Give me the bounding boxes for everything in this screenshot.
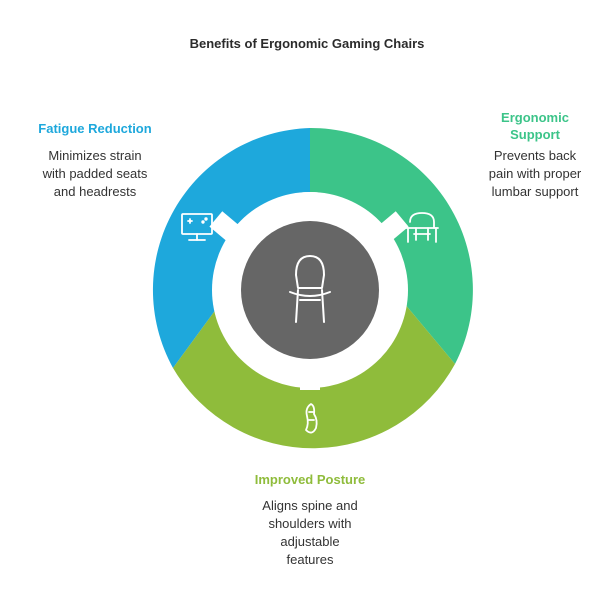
ergonomic-support-description: Prevents back pain with proper lumbar su…	[455, 147, 614, 201]
fatigue-reduction-line: and headrests	[53, 184, 137, 199]
ergonomic-support-line: Prevents back	[493, 148, 577, 163]
ergonomic-support-heading-line: Support	[510, 127, 560, 142]
fatigue-reduction-line: with padded seats	[42, 166, 148, 181]
ring-notch-right	[357, 211, 409, 259]
diagram-title: Benefits of Ergonomic Gaming Chairs	[189, 36, 425, 51]
ergonomic-support-line: pain with proper	[488, 166, 582, 181]
improved-posture-line: shoulders with	[268, 516, 352, 531]
spine-icon	[305, 403, 318, 434]
ergonomic-support-heading: Ergonomic Support	[460, 109, 610, 143]
improved-posture-description: Aligns spine and shoulders with adjustab…	[210, 497, 410, 569]
fatigue-reduction-description: Minimizes strain with padded seats and h…	[10, 147, 180, 201]
center-circle	[241, 221, 379, 359]
improved-posture-line: Aligns spine and	[262, 498, 358, 513]
ring-notch-bottom	[300, 350, 320, 390]
ring-notch-left	[209, 211, 261, 259]
improved-posture-line: features	[286, 552, 334, 567]
fatigue-reduction-line: Minimizes strain	[48, 148, 142, 163]
improved-posture-line: adjustable	[280, 534, 340, 549]
desk-chair-icon	[405, 212, 439, 243]
ergonomic-support-line: lumbar support	[491, 184, 579, 199]
improved-posture-heading: Improved Posture	[254, 472, 366, 487]
fatigue-reduction-heading: Fatigue Reduction	[38, 121, 152, 136]
ergonomic-support-heading-line: Ergonomic	[501, 110, 569, 125]
chair-icon	[289, 255, 331, 323]
monitor-icon	[181, 213, 213, 241]
